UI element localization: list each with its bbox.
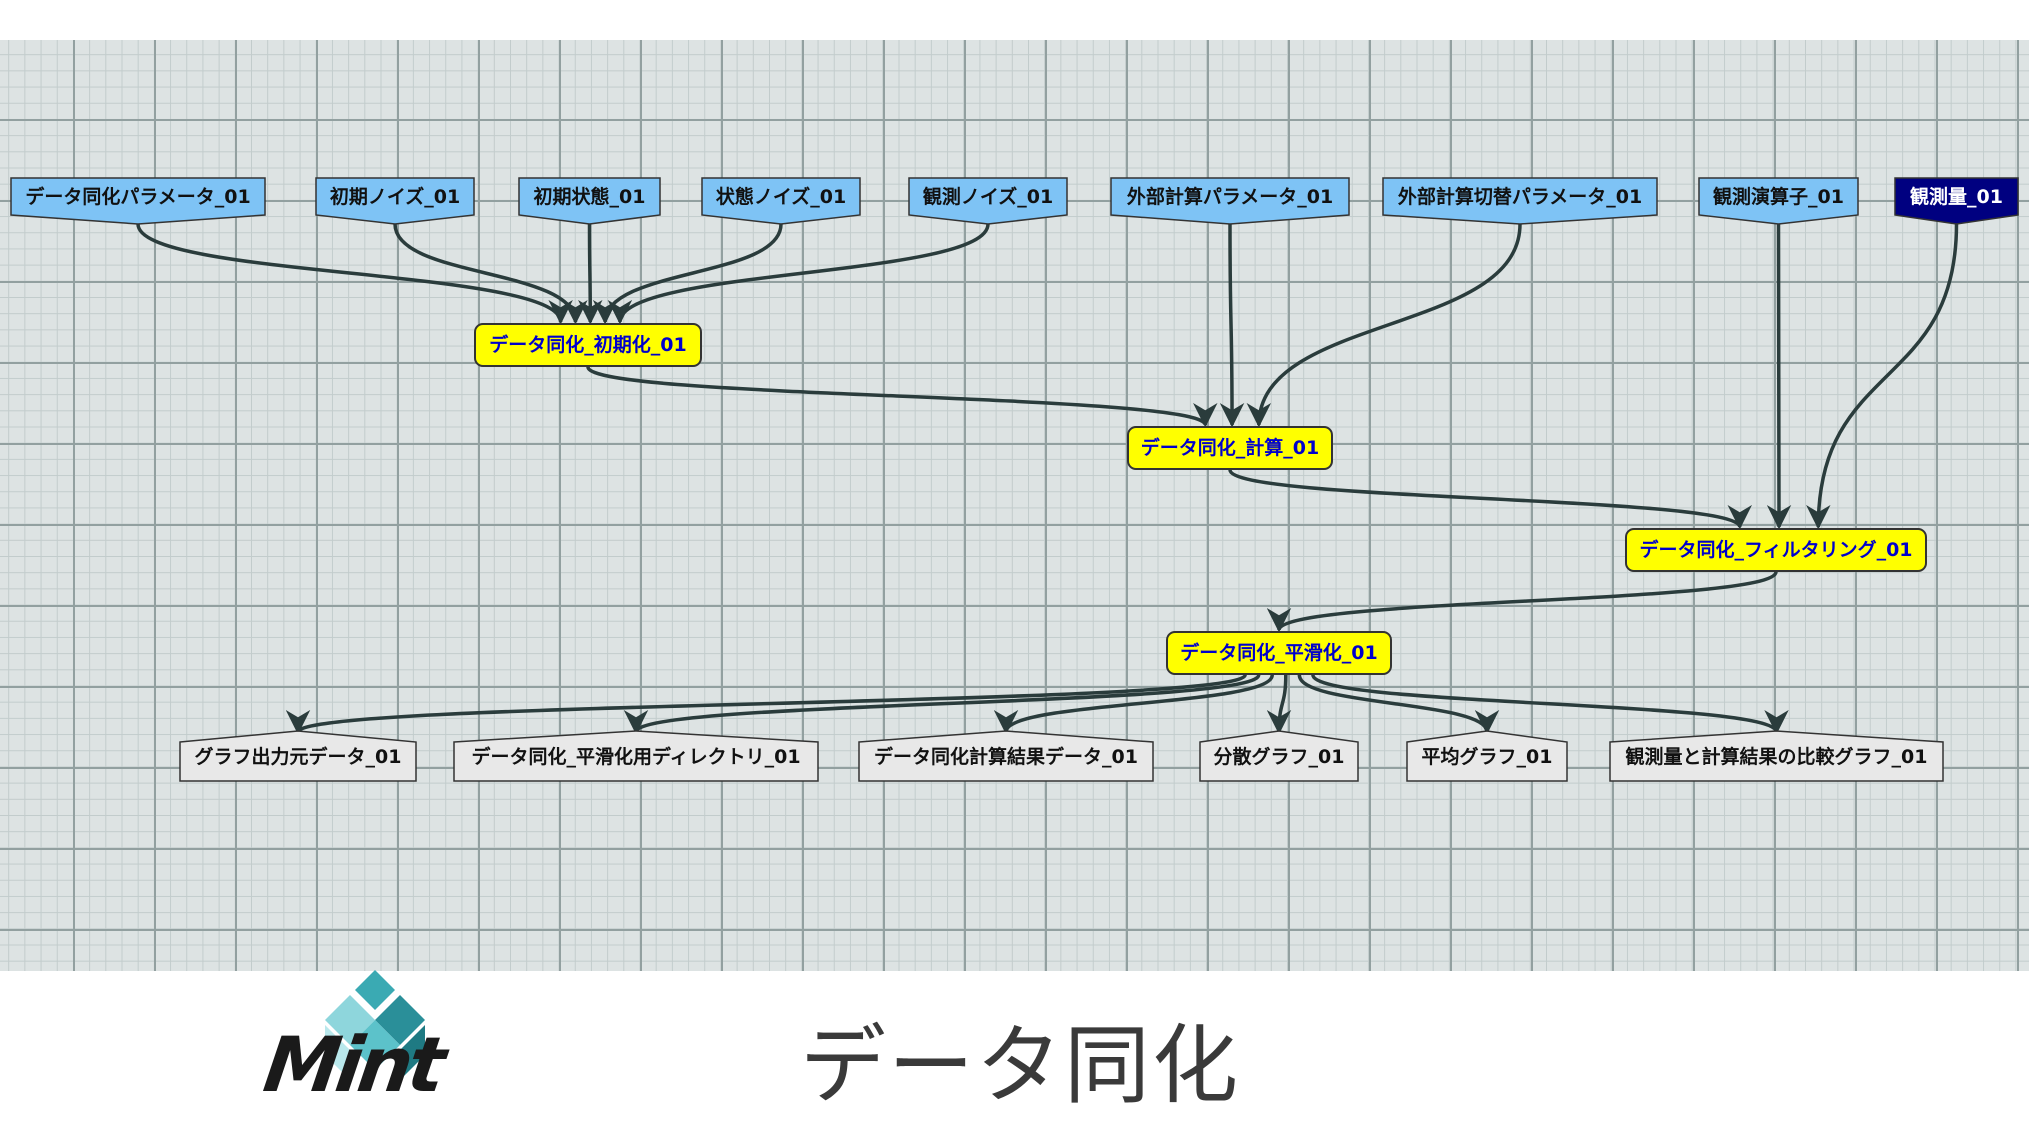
- logo-icon: [325, 970, 425, 1080]
- edge-initstate-to-init: [578, 223, 603, 325]
- node-label: 状態ノイズ_01: [715, 186, 847, 208]
- edge-param-to-init: [136, 223, 573, 325]
- node-label: データ同化_フィルタリング_01: [1639, 539, 1913, 561]
- edge-smooth-to-compgraph: [1311, 674, 1789, 735]
- proc-node-calc[interactable]: データ同化_計算_01: [1127, 426, 1333, 470]
- input-node-obsnoise[interactable]: 観測ノイズ_01: [908, 177, 1068, 225]
- input-shape: [10, 177, 266, 225]
- node-label: データ同化計算結果データ_01: [874, 746, 1138, 768]
- output-node-result[interactable]: データ同化計算結果データ_01: [858, 730, 1154, 782]
- edge-smooth-to-smoothdir: [624, 674, 1261, 735]
- proc-node-filter[interactable]: データ同化_フィルタリング_01: [1625, 528, 1927, 572]
- input-shape: [701, 177, 861, 225]
- output-shape: [453, 730, 819, 782]
- node-label: 観測演算子_01: [1713, 186, 1844, 208]
- proc-node-init[interactable]: データ同化_初期化_01: [474, 323, 702, 367]
- edge-obsnoise-to-init: [607, 223, 990, 325]
- output-node-compgraph[interactable]: 観測量と計算結果の比較グラフ_01: [1609, 730, 1944, 782]
- node-label: 分散グラフ_01: [1213, 746, 1345, 768]
- node-label: データ同化_初期化_01: [489, 334, 687, 356]
- page-title: データ同化: [800, 1016, 1240, 1116]
- input-node-extparam[interactable]: 外部計算パラメータ_01: [1110, 177, 1350, 225]
- node-label: 外部計算切替パラメータ_01: [1397, 186, 1643, 208]
- node-label: データ同化_平滑化_01: [1180, 642, 1378, 664]
- edge-initnoise-to-init: [393, 223, 588, 325]
- proc-shape: [1166, 631, 1392, 675]
- input-node-obsop[interactable]: 観測演算子_01: [1698, 177, 1859, 225]
- node-label: データ同化パラメータ_01: [25, 186, 251, 208]
- input-node-statenoise[interactable]: 状態ノイズ_01: [701, 177, 861, 225]
- input-shape: [1894, 177, 2019, 225]
- proc-shape: [1127, 426, 1333, 470]
- input-shape: [1110, 177, 1350, 225]
- edge-extswitch-to-calc: [1246, 223, 1522, 428]
- input-shape: [1698, 177, 1859, 225]
- edge-smooth-to-graphsrc: [286, 673, 1247, 735]
- output-node-smoothdir[interactable]: データ同化_平滑化用ディレクトリ_01: [453, 730, 819, 782]
- input-node-initnoise[interactable]: 初期ノイズ_01: [315, 177, 475, 225]
- output-shape: [1199, 730, 1359, 782]
- input-shape: [908, 177, 1068, 225]
- node-label: 外部計算パラメータ_01: [1126, 186, 1334, 208]
- output-shape: [1609, 730, 1944, 782]
- input-node-extswitch[interactable]: 外部計算切替パラメータ_01: [1382, 177, 1658, 225]
- node-label: データ同化_平滑化用ディレクトリ_01: [471, 746, 801, 768]
- input-shape: [1382, 177, 1658, 225]
- node-label: 初期状態_01: [533, 186, 646, 208]
- proc-node-smooth[interactable]: データ同化_平滑化_01: [1166, 631, 1392, 675]
- output-node-graphsrc[interactable]: グラフ出力元データ_01: [179, 730, 417, 782]
- edge-calc-to-filter: [1228, 469, 1752, 530]
- input-node-obs[interactable]: 観測量_01: [1894, 177, 2019, 225]
- edge-init-to-calc: [586, 366, 1218, 428]
- mint-logo: Mint: [255, 970, 515, 1141]
- input-node-param[interactable]: データ同化パラメータ_01: [10, 177, 266, 225]
- edge-layer: [136, 223, 1959, 735]
- output-shape: [179, 730, 417, 782]
- node-label: データ同化_計算_01: [1140, 437, 1320, 459]
- edge-extparam-to-calc: [1219, 223, 1245, 428]
- logo-wordmark: Mint: [258, 1020, 448, 1109]
- edge-smooth-to-result: [993, 674, 1274, 735]
- edge-smooth-to-vargraph: [1266, 674, 1292, 735]
- output-shape: [1406, 730, 1568, 782]
- output-node-meangraph[interactable]: 平均グラフ_01: [1406, 730, 1568, 782]
- node-label: 観測量_01: [1910, 186, 2003, 208]
- input-shape: [315, 177, 475, 225]
- node-label: 平均グラフ_01: [1421, 746, 1553, 768]
- output-node-vargraph[interactable]: 分散グラフ_01: [1199, 730, 1359, 782]
- workflow-canvas[interactable]: データ同化パラメータ_01 初期ノイズ_01 初期状態_01 状態ノイズ_01 観測ノイ…: [0, 40, 2029, 971]
- output-shape: [858, 730, 1154, 782]
- proc-shape: [1625, 528, 1927, 572]
- input-shape: [518, 177, 661, 225]
- node-label: 観測量と計算結果の比較グラフ_01: [1625, 746, 1928, 768]
- proc-shape: [474, 323, 702, 367]
- edge-filter-to-smooth: [1267, 571, 1778, 633]
- edge-smooth-to-meangraph: [1297, 674, 1500, 735]
- node-label: 初期ノイズ_01: [329, 186, 461, 208]
- edge-obsop-to-filter: [1766, 223, 1792, 530]
- node-label: グラフ出力元データ_01: [194, 746, 402, 768]
- edge-obs-to-filter: [1806, 223, 1959, 530]
- node-label: 観測ノイズ_01: [922, 186, 1054, 208]
- input-node-initstate[interactable]: 初期状態_01: [518, 177, 661, 225]
